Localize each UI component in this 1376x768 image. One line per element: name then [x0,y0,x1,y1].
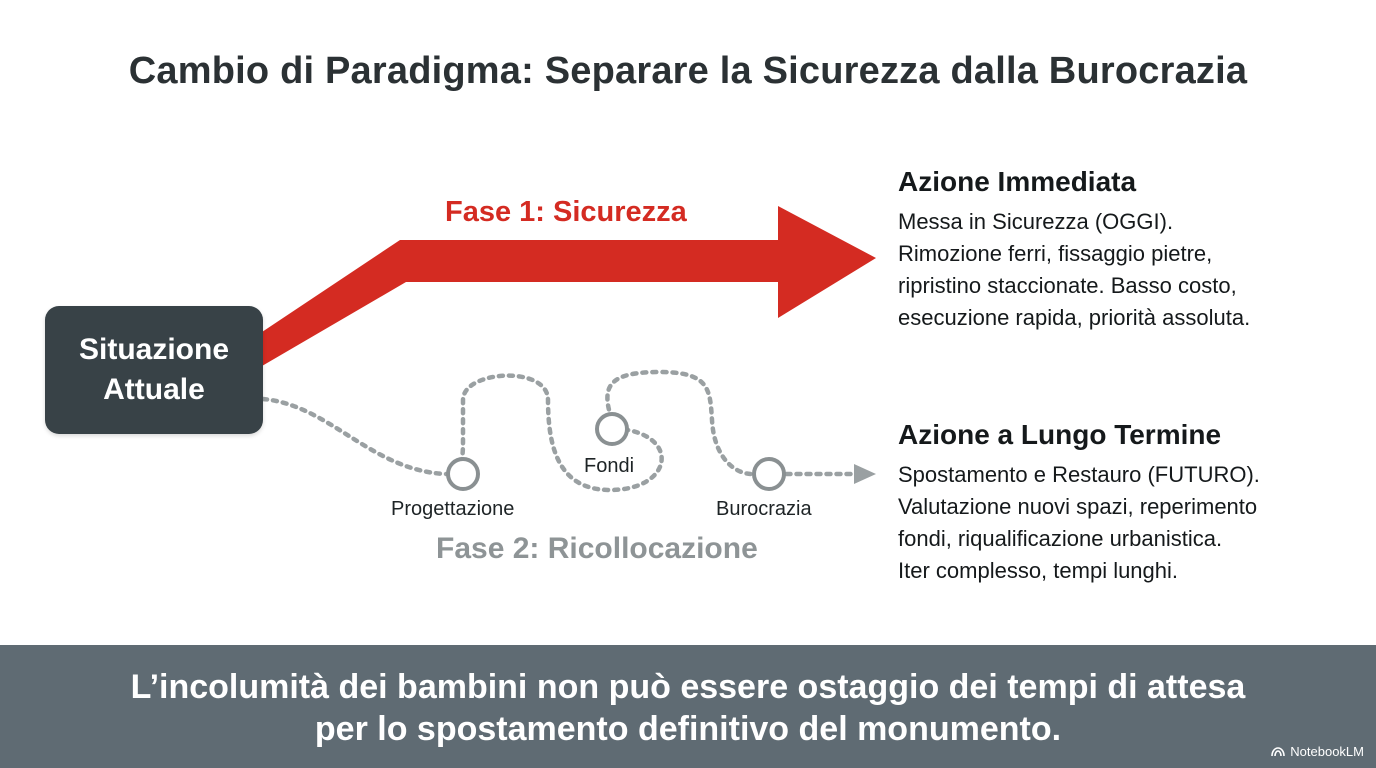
situation-box: Situazione Attuale [45,306,263,434]
phase2-label: Fase 2: Ricollocazione [436,532,758,565]
long-term-action-line: Valutazione nuovi spazi, reperimento [898,494,1258,519]
situation-line2: Attuale [103,373,205,406]
long-term-action-panel: Azione a Lungo Termine Spostamento e Res… [898,419,1358,587]
node-label-fondi: Fondi [584,455,635,477]
footer-line1: L’incolumità dei bambini non può essere … [130,668,1246,706]
node-progettazione [446,457,480,491]
brand-badge: NotebookLM [1271,744,1364,759]
long-term-action-line: Iter complesso, tempi lunghi. [898,558,1179,583]
immediate-action-line: Rimozione ferri, fissaggio pietre, [898,241,1213,266]
phase1-arrow [262,206,876,366]
node-label-burocrazia: Burocrazia [716,498,812,520]
long-term-action-heading: Azione a Lungo Termine [898,419,1222,450]
phase2-arrowhead [854,464,876,484]
immediate-action-heading: Azione Immediata [898,166,1137,197]
long-term-action-line: fondi, riqualificazione urbanistica. [898,526,1223,551]
immediate-action-line: esecuzione rapida, priorità assoluta. [898,305,1251,330]
footer-banner [0,645,1376,768]
footer-message: L’incolumità dei bambini non può essere … [0,666,1376,750]
flow-diagram [260,206,876,493]
long-term-action-line: Spostamento e Restauro (FUTURO). [898,462,1260,487]
brand-label: NotebookLM [1290,744,1364,759]
notebooklm-icon [1271,746,1286,756]
immediate-action-line: Messa in Sicurezza (OGGI). [898,209,1174,234]
node-fondi [595,412,629,446]
footer-line2: per lo spostamento definitivo del monume… [314,710,1062,748]
phase1-label: Fase 1: Sicurezza [445,196,687,228]
situation-line1: Situazione [78,333,229,366]
immediate-action-panel: Azione Immediata Messa in Sicurezza (OGG… [898,166,1358,334]
node-label-progettazione: Progettazione [391,498,515,520]
page-title: Cambio di Paradigma: Separare la Sicurez… [128,50,1248,92]
immediate-action-line: ripristino staccionate. Basso costo, [898,273,1237,298]
node-burocrazia [752,457,786,491]
